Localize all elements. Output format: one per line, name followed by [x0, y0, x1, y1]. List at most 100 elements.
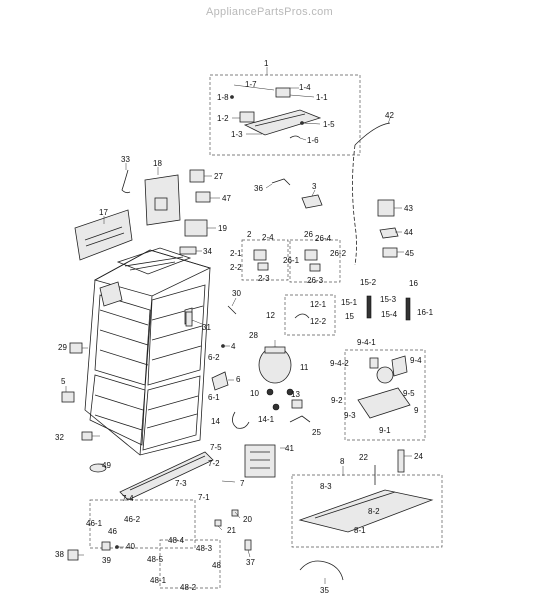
part-29 [69, 342, 83, 354]
part-42-tube-end [354, 122, 391, 146]
label-2: 2 [247, 230, 252, 239]
label-31: 31 [202, 323, 211, 332]
label-1: 1 [264, 59, 269, 68]
label-2-2: 2-2 [230, 263, 242, 272]
label-7-4: 7-4 [122, 494, 134, 503]
label-1-7: 1-7 [245, 80, 257, 89]
part-2-assembly [253, 249, 267, 261]
part-7-rail [119, 451, 214, 501]
label-19: 19 [218, 224, 227, 233]
label-17: 17 [99, 208, 108, 217]
label-48-2: 48-2 [180, 583, 197, 592]
part-14 [232, 411, 250, 429]
part-19 [184, 219, 208, 237]
part-20 [231, 509, 239, 517]
label-13: 13 [291, 390, 300, 399]
part-36 [271, 178, 291, 186]
group-box-1 [209, 74, 361, 156]
label-16-1: 16-1 [417, 308, 434, 317]
label-46-2: 46-2 [124, 515, 141, 524]
label-18: 18 [153, 159, 162, 168]
part-18 [144, 174, 181, 226]
label-43: 43 [404, 204, 413, 213]
part-43 [377, 199, 395, 217]
label-26: 26 [304, 230, 313, 239]
label-2-3: 2-3 [258, 274, 270, 283]
label-35: 35 [320, 586, 329, 595]
label-15-2: 15-2 [360, 278, 377, 287]
group-box-46 [89, 499, 196, 549]
part-21 [214, 519, 222, 527]
label-40: 40 [126, 542, 135, 551]
label-9: 9 [414, 406, 419, 415]
label-3: 3 [312, 182, 317, 191]
label-22: 22 [359, 453, 368, 462]
group-box-9 [344, 349, 426, 441]
part-47 [195, 191, 211, 203]
label-8-1: 8-1 [354, 526, 366, 535]
label-34: 34 [203, 247, 212, 256]
label-27: 27 [214, 172, 223, 181]
part-38 [67, 549, 79, 561]
label-39: 39 [102, 556, 111, 565]
label-4: 4 [231, 342, 236, 351]
label-48: 48 [212, 561, 221, 570]
part-12 [294, 313, 310, 319]
part-37 [244, 539, 252, 551]
label-9-4: 9-4 [410, 356, 422, 365]
watermark: AppliancePartsPros.com [205, 6, 334, 18]
part-34 [179, 246, 197, 255]
part-42-tube [352, 144, 357, 266]
leader-lines [65, 67, 412, 584]
label-26-2: 26-2 [330, 249, 347, 258]
label-12: 12 [266, 311, 275, 320]
part-33 [121, 169, 131, 194]
label-9-5: 9-5 [403, 389, 415, 398]
label-6-2: 6-2 [208, 353, 220, 362]
label-7-5: 7-5 [210, 443, 222, 452]
label-1-5: 1-5 [323, 120, 335, 129]
part-26-assembly [304, 249, 318, 261]
part-25 [289, 415, 311, 423]
label-9-2: 9-2 [331, 396, 343, 405]
group-box-2 [241, 239, 289, 281]
label-1-4: 1-4 [299, 83, 311, 92]
label-1-8: 1-8 [217, 93, 229, 102]
label-5: 5 [61, 377, 66, 386]
label-20: 20 [243, 515, 252, 524]
label-26-4: 26-4 [315, 234, 332, 243]
label-37: 37 [246, 558, 255, 567]
label-14-1: 14-1 [258, 415, 275, 424]
part-4 [221, 344, 225, 348]
label-48-5: 48-5 [147, 555, 164, 564]
label-15-1: 15-1 [341, 298, 358, 307]
group-box-48 [159, 539, 221, 589]
label-10: 10 [250, 389, 259, 398]
part-30 [227, 305, 237, 315]
label-8: 8 [340, 457, 345, 466]
label-48-1: 48-1 [150, 576, 167, 585]
label-7-3: 7-3 [175, 479, 187, 488]
label-8-3: 8-3 [320, 482, 332, 491]
label-1-2: 1-2 [217, 114, 229, 123]
label-12-2: 12-2 [310, 317, 327, 326]
label-15: 15 [345, 312, 354, 321]
part-9-assembly [357, 387, 411, 419]
part-17 [74, 209, 133, 261]
part-27 [189, 169, 205, 183]
label-9-4-2: 9-4-2 [330, 359, 349, 368]
label-30: 30 [232, 289, 241, 298]
part-6 [211, 371, 229, 391]
part-35 [299, 560, 344, 581]
label-42: 42 [385, 111, 394, 120]
label-1-6: 1-6 [307, 136, 319, 145]
part-16 [405, 297, 411, 321]
label-26-3: 26-3 [307, 276, 324, 285]
part-24 [397, 449, 405, 473]
part-45 [382, 247, 398, 258]
label-46-1: 46-1 [86, 519, 103, 528]
part-39 [101, 541, 111, 551]
label-2-4: 2-4 [262, 233, 274, 242]
label-8-2: 8-2 [368, 507, 380, 516]
